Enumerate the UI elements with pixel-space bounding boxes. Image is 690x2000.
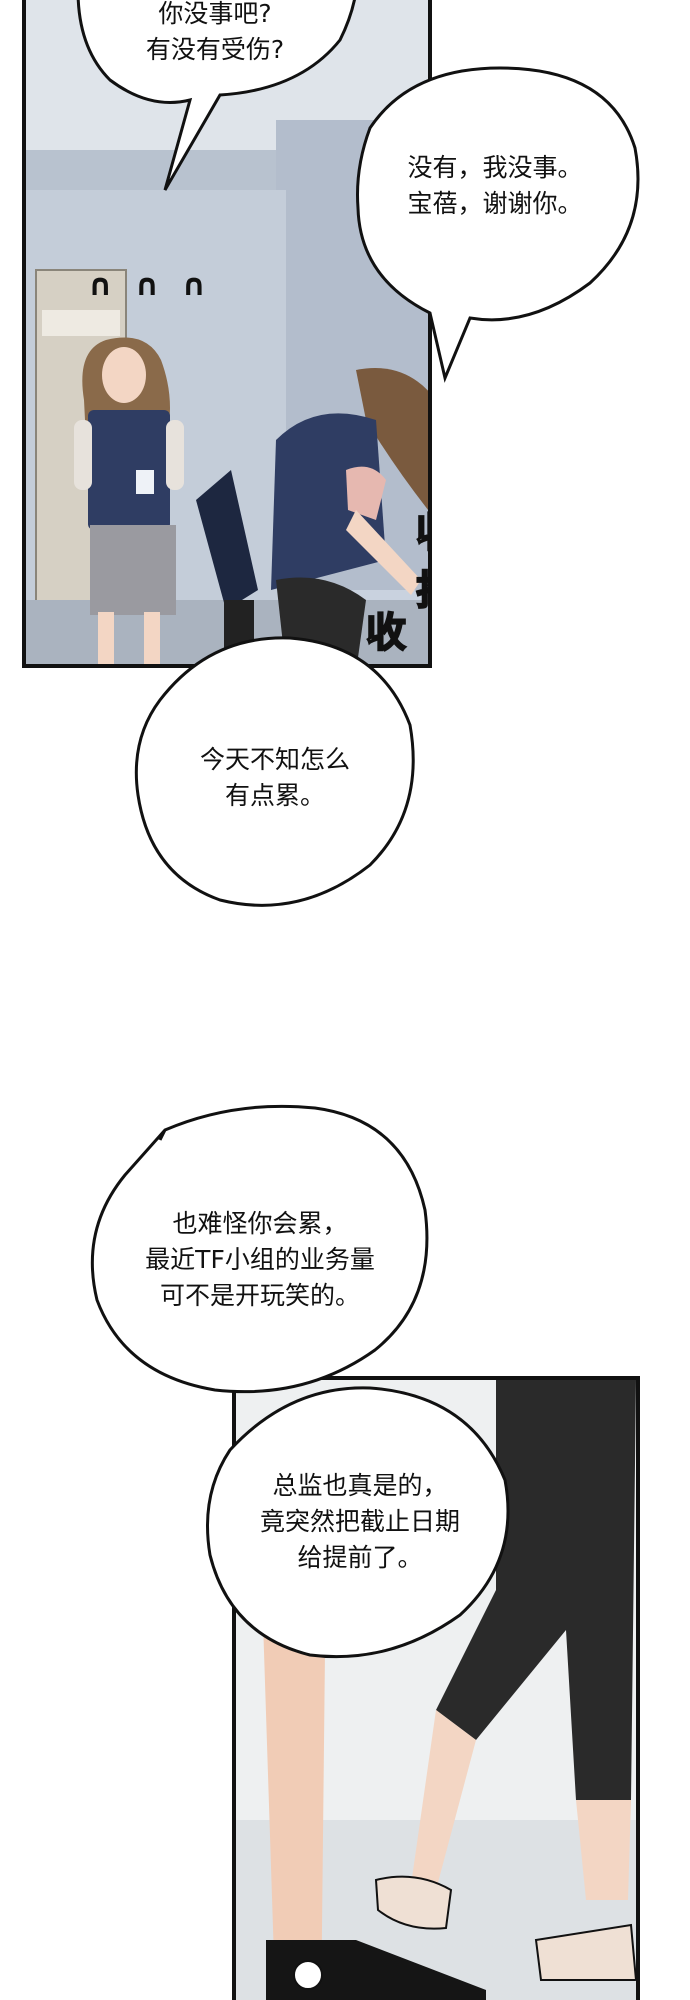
bubble-5-text: 总监也真是的， 竟突然把截止日期 给提前了。 (200, 1468, 520, 1576)
speech-bubble-4 (90, 1104, 429, 1394)
bubble-2-line-1: 没有，我没事。 (407, 153, 583, 182)
bubble-4-line-1: 也难怪你会累， (172, 1209, 348, 1238)
standing-woman (74, 337, 184, 664)
bubble-3-line-2: 有点累。 (224, 781, 325, 810)
bubble-3-line-1: 今天不知怎么 (199, 745, 350, 774)
bubble-1-text: 你没事吧? 有没有受伤? (90, 0, 340, 68)
speech-bubble-2 (356, 66, 640, 383)
speech-bubble-5 (206, 1386, 510, 1659)
bubble-5-line-3: 给提前了。 (297, 1543, 423, 1572)
person-sneakers (261, 1560, 486, 2000)
bubble-5-line-2: 竟突然把截止日期 (259, 1507, 460, 1536)
speech-bubble-1 (76, 0, 356, 191)
bubble-3-text: 今天不知怎么 有点累。 (150, 742, 400, 814)
reaction-marks: ∩ ∩ ∩ (88, 268, 212, 303)
bubble-5-line-1: 总监也真是的， (272, 1471, 448, 1500)
bubble-1-line-2: 有没有受伤? (145, 35, 285, 64)
door-sign (42, 310, 120, 336)
bubble-4-line-2: 最近TF小组的业务量 (145, 1245, 375, 1274)
bubble-1-line-1: 你没事吧? (158, 0, 272, 28)
sfx-tidy-up-1: 收拾 (415, 500, 428, 616)
bubble-2-line-2: 宝蓓，谢谢你。 (407, 189, 583, 218)
bubble-2-text: 没有，我没事。 宝蓓，谢谢你。 (370, 150, 620, 222)
person-black-trousers (374, 1380, 636, 1981)
speech-bubble-3 (134, 636, 415, 907)
sfx-tidy-up-2: 收拾 (365, 608, 407, 657)
legs-scene-illustration (236, 1380, 636, 2000)
bubble-4-line-3: 可不是开玩笑的。 (159, 1281, 360, 1310)
bubble-4-text: 也难怪你会累， 最近TF小组的业务量 可不是开玩笑的。 (85, 1206, 435, 1314)
